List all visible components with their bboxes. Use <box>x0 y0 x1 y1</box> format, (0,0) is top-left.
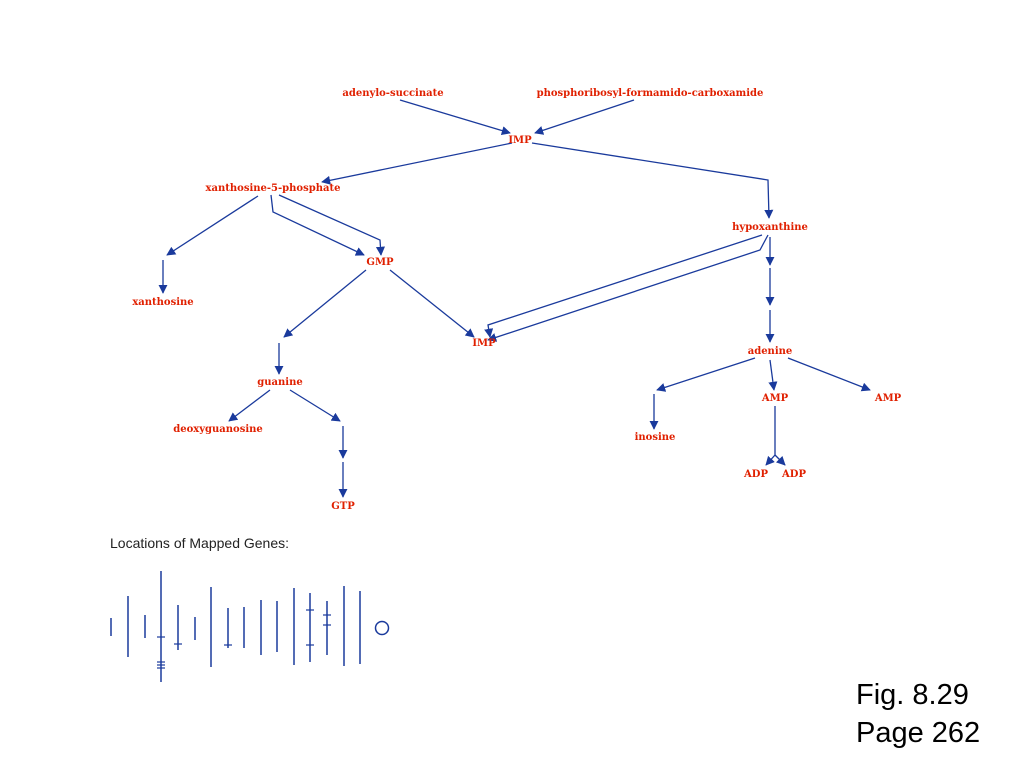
edge-hypo-imp-b <box>487 234 769 342</box>
edge-xmp-gmp-b <box>278 194 385 256</box>
node-gtp: GTP <box>331 501 355 512</box>
node-xmp: xanthosine-5-phosphate <box>206 183 341 194</box>
node-guanine: guanine <box>257 377 302 388</box>
node-imp1: IMP <box>508 135 532 146</box>
node-amp1: AMP <box>761 393 789 404</box>
figure-caption: Fig. 8.29 Page 262 <box>856 676 980 752</box>
pathway-edges <box>158 99 871 498</box>
edge-hypo-imp-a <box>484 234 763 338</box>
node-prfc: phosphoribosyl-formamido-carboxamide <box>537 88 764 99</box>
edge-gmp-guanine <box>283 269 367 338</box>
pathway-nodes: adenylo-succinate phosphoribosyl-formamid… <box>132 88 901 512</box>
node-deoxyg: deoxyguanosine <box>173 424 263 435</box>
edge-amp-adp-2 <box>774 454 786 466</box>
edge-imp-hypo <box>531 142 774 219</box>
edge-adenine-amp1 <box>768 359 778 391</box>
node-hypo: hypoxanthine <box>732 222 808 233</box>
edge-xmp-gmp-a <box>270 194 365 256</box>
node-inosine: inosine <box>635 432 676 443</box>
plasmid-circle <box>374 620 390 636</box>
node-adp2: ADP <box>781 469 806 480</box>
edge-imp-xmp <box>321 142 513 185</box>
edge-adenylo-imp <box>399 99 511 136</box>
node-xanth: xanthosine <box>132 297 193 308</box>
node-imp2: IMP <box>472 338 496 349</box>
gene-locations-title: Locations of Mapped Genes: <box>110 535 290 551</box>
node-amp2: AMP <box>874 393 902 404</box>
node-gmp: GMP <box>366 257 394 268</box>
node-adp1: ADP <box>743 469 768 480</box>
edge-prfc-imp <box>534 99 635 135</box>
page-number: Page 262 <box>856 717 981 749</box>
gene-location-map <box>110 571 390 682</box>
edge-adenine-amp2 <box>787 357 871 392</box>
edge-gmp-imp <box>389 269 475 338</box>
edge-amp-adp-1 <box>765 406 776 466</box>
edge-xmp-xanth <box>166 195 259 256</box>
edge-guanine-gtp <box>289 389 341 422</box>
node-adenine: adenine <box>748 346 793 357</box>
node-adenylo: adenylo-succinate <box>342 88 443 99</box>
figure-number: Fig. 8.29 <box>856 679 969 711</box>
edge-adenine-inosine <box>656 357 756 392</box>
edge-guanine-deoxyg <box>228 389 271 422</box>
